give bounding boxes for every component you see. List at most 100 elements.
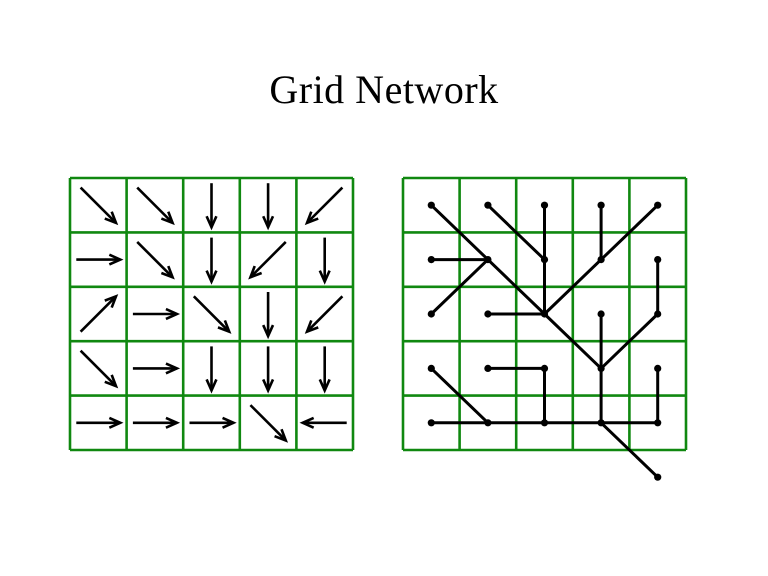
arrow-shaft-se bbox=[79, 349, 117, 387]
arrow-head-se bbox=[217, 320, 232, 334]
page-title: Grid Network bbox=[269, 67, 499, 112]
arrow-cell bbox=[318, 346, 331, 394]
network-node bbox=[540, 201, 549, 209]
arrow-head-e bbox=[165, 307, 181, 321]
arrow-cell bbox=[318, 237, 331, 285]
network-node bbox=[597, 201, 605, 209]
arrow-shaft-se bbox=[192, 295, 231, 333]
arrow-head-e bbox=[108, 416, 124, 429]
arrow-head-e bbox=[108, 253, 124, 266]
arrow-head-s bbox=[205, 270, 218, 285]
arrow-head-e bbox=[165, 416, 181, 429]
network-node bbox=[427, 256, 435, 264]
network-node bbox=[654, 364, 662, 372]
arrow-head-s bbox=[318, 378, 331, 394]
arrow-cell bbox=[192, 295, 232, 334]
arrow-cell bbox=[262, 292, 275, 340]
network-node bbox=[540, 256, 549, 264]
arrow-shaft-sw bbox=[249, 241, 287, 279]
arrow-cell bbox=[299, 416, 347, 429]
arrow-cell bbox=[79, 294, 119, 333]
network-node bbox=[654, 201, 662, 209]
network-edge bbox=[599, 421, 660, 479]
network-edge-layer bbox=[429, 203, 660, 479]
network-grid-svg bbox=[401, 176, 688, 481]
network-node-layer bbox=[427, 201, 662, 481]
arrow-cell bbox=[76, 416, 124, 429]
arrow-cell bbox=[132, 307, 181, 321]
arrow-layer bbox=[76, 183, 347, 443]
arrow-shaft-se bbox=[249, 404, 287, 442]
arrow-head-w bbox=[299, 416, 315, 429]
arrow-shaft-ne bbox=[79, 295, 117, 333]
arrow-head-sw bbox=[304, 320, 319, 334]
network-edge bbox=[486, 203, 546, 262]
arrow-direction-grid bbox=[64, 172, 364, 462]
arrow-cell bbox=[248, 241, 287, 280]
arrow-head-s bbox=[262, 324, 275, 340]
arrow-cell bbox=[262, 346, 275, 394]
arrow-cell bbox=[304, 186, 344, 226]
network-node bbox=[540, 419, 549, 427]
network-node bbox=[484, 419, 492, 427]
arrow-cell bbox=[79, 349, 119, 389]
arrow-head-s bbox=[205, 378, 218, 394]
arrow-cell bbox=[205, 237, 218, 285]
network-edge bbox=[543, 312, 603, 370]
network-node bbox=[484, 201, 492, 209]
arrow-shaft-sw bbox=[306, 295, 344, 333]
arrow-head-s bbox=[262, 215, 275, 231]
network-node bbox=[654, 310, 662, 318]
arrow-shaft-se bbox=[136, 241, 174, 279]
network-edge bbox=[429, 258, 490, 316]
network-node bbox=[597, 256, 605, 264]
arrow-grid-svg bbox=[68, 176, 355, 452]
network-node bbox=[654, 419, 662, 427]
network-node bbox=[427, 419, 435, 427]
arrow-head-s bbox=[262, 378, 275, 394]
arrow-cell bbox=[132, 416, 181, 429]
arrow-head-sw bbox=[248, 265, 263, 280]
arrow-head-se bbox=[274, 428, 289, 443]
arrow-head-e bbox=[165, 362, 181, 375]
arrow-cell bbox=[304, 295, 344, 334]
arrow-cell bbox=[79, 186, 119, 226]
arrow-cell bbox=[76, 253, 124, 266]
arrow-head-se bbox=[104, 211, 119, 226]
network-node bbox=[654, 256, 662, 264]
network-node bbox=[597, 419, 605, 427]
network-node bbox=[597, 364, 605, 372]
arrow-grid-lines bbox=[68, 176, 355, 452]
arrow-head-s bbox=[205, 215, 218, 231]
arrow-head-se bbox=[104, 374, 119, 389]
network-node bbox=[540, 364, 549, 372]
arrow-head-sw bbox=[304, 211, 319, 226]
network-tree-grid bbox=[397, 172, 697, 481]
arrow-head-e bbox=[222, 416, 237, 429]
network-edge bbox=[486, 258, 546, 316]
network-node-outside bbox=[654, 473, 662, 481]
arrow-cell bbox=[262, 183, 275, 231]
arrow-head-se bbox=[160, 211, 175, 226]
arrow-cell bbox=[249, 404, 289, 443]
arrow-cell bbox=[136, 241, 175, 280]
network-node bbox=[427, 310, 435, 318]
network-edge bbox=[543, 258, 603, 316]
network-node bbox=[540, 310, 549, 318]
network-edge bbox=[599, 312, 660, 370]
arrow-cell bbox=[189, 416, 237, 429]
arrow-head-s bbox=[318, 270, 331, 285]
arrow-head-ne bbox=[104, 294, 119, 308]
arrow-shaft-se bbox=[79, 186, 117, 224]
network-edge bbox=[599, 203, 660, 262]
arrow-cell bbox=[205, 346, 218, 394]
network-node bbox=[427, 201, 435, 209]
arrow-shaft-se bbox=[136, 186, 174, 224]
arrow-cell bbox=[132, 362, 181, 375]
network-node bbox=[484, 256, 492, 264]
arrow-shaft-sw bbox=[306, 186, 344, 224]
arrow-cell bbox=[136, 186, 175, 226]
network-node bbox=[484, 364, 492, 372]
network-node bbox=[597, 310, 605, 318]
